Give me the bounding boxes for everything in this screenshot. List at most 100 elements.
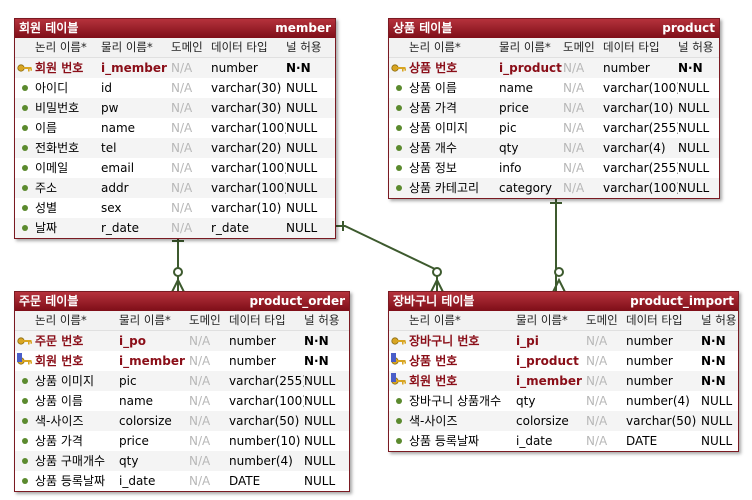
attribute-datatype: number (626, 334, 673, 348)
attribute-null: N·N (701, 354, 726, 368)
attribute-icon (15, 218, 35, 238)
column-header-physical: 물리 이름* (516, 313, 568, 327)
attribute-null: N·N (701, 374, 726, 388)
column-header-logical: 논리 이름* (35, 40, 87, 54)
attribute-domain: N/A (189, 454, 211, 468)
column-header-physical: 물리 이름* (101, 40, 153, 54)
attribute-logical: 상품 가격 (35, 434, 83, 448)
attribute-datatype: r_date (211, 221, 249, 235)
attribute-logical: 회원 번호 (35, 354, 84, 368)
attribute-physical: id (101, 81, 112, 95)
attribute-logical: 비밀번호 (35, 101, 80, 115)
attribute-null: NULL (286, 101, 318, 115)
attribute-null: NULL (678, 121, 710, 135)
relationship-member-product-import (335, 225, 438, 292)
attribute-domain: N/A (171, 101, 193, 115)
column-header-domain: 도메인 (171, 40, 203, 54)
attribute-domain: N/A (189, 334, 211, 348)
attribute-domain: N/A (189, 394, 211, 408)
attribute-physical: name (101, 121, 136, 135)
attribute-domain: N/A (586, 354, 608, 368)
attribute-physical: pic (119, 374, 137, 388)
attribute-physical: pic (499, 121, 517, 135)
pk-fk-icon (15, 351, 35, 371)
attribute-icon (389, 118, 409, 138)
attribute-null: NULL (304, 414, 336, 428)
attribute-null: NULL (304, 454, 336, 468)
attribute-domain: N/A (563, 81, 585, 95)
attribute-null: NULL (701, 414, 733, 428)
attribute-null: NULL (286, 201, 318, 215)
attribute-physical: i_member (516, 374, 582, 388)
attribute-physical: i_po (119, 334, 146, 348)
attribute-logical: 장바구니 번호 (409, 334, 480, 348)
attribute-icon (389, 98, 409, 118)
attribute-domain: N/A (586, 434, 608, 448)
attribute-icon (389, 158, 409, 178)
attribute-physical: i_product (516, 354, 579, 368)
attribute-datatype: varchar(100) (211, 181, 286, 195)
attribute-physical: category (499, 181, 553, 195)
attribute-physical: name (119, 394, 154, 408)
attribute-physical: i_member (119, 354, 185, 368)
attribute-null: NULL (286, 141, 318, 155)
attribute-logical: 색-사이즈 (35, 414, 84, 428)
attribute-domain: N/A (563, 121, 585, 135)
attribute-datatype: varchar(10) (603, 101, 674, 115)
attribute-null: NULL (701, 434, 733, 448)
column-header-null: 널 허용 (701, 313, 737, 327)
attribute-icon (15, 371, 35, 391)
attribute-icon (389, 431, 409, 451)
attribute-logical: 회원 번호 (35, 61, 84, 75)
attribute-physical: tel (101, 141, 117, 155)
attribute-null: NULL (678, 141, 710, 155)
attribute-logical: 상품 이미지 (35, 374, 95, 388)
column-header-logical: 논리 이름* (409, 40, 461, 54)
attribute-domain: N/A (171, 161, 193, 175)
attribute-physical: colorsize (516, 414, 569, 428)
entity-title-korean: 회원 테이블 (19, 21, 79, 35)
attribute-physical: i_date (516, 434, 553, 448)
column-header-null: 널 허용 (678, 40, 714, 54)
pk-fk-icon (389, 371, 409, 391)
